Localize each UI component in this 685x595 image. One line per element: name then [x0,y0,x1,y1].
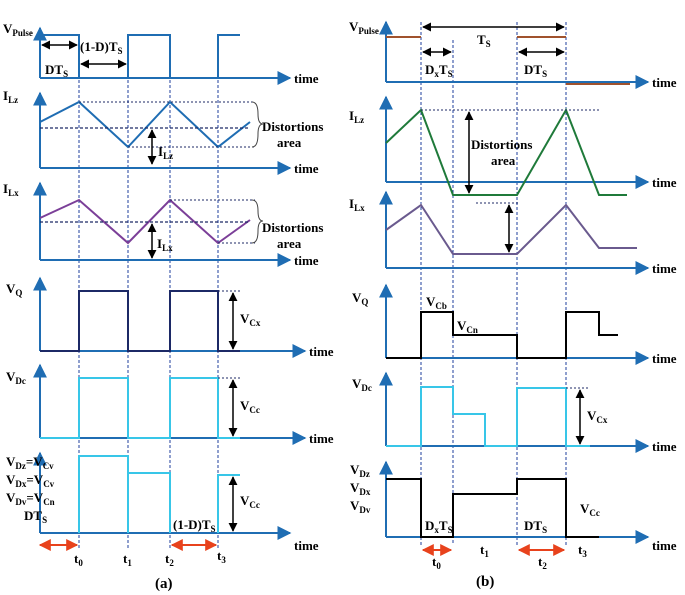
a-vd-wave-3 [217,474,240,533]
b-dx-ts-bottom-label: DxTS [425,518,453,535]
a-vdv-eq-label: VDv=VCn [6,490,55,507]
b-ilx-label: ILx [349,196,365,213]
a-dts-label: DTS [45,62,68,79]
b-t2-label: t2 [538,554,547,571]
a-ilz-wave [39,100,251,149]
a-area-label-2: area [277,236,302,251]
a-distortions-label-2: Distortions [262,220,323,235]
a-vpulse-label: VPulse [3,21,33,38]
a-vdx-eq-label: VDx=VCv [6,472,55,489]
a-vdc-wave [40,377,240,439]
a-vd-wave-1 [78,455,129,533]
a-vcx-label: VCx [240,311,261,328]
a-one-minus-d-ts-bottom-label: (1-D)TS [173,517,216,534]
a-row-vpulse: VPulse (1-D)TS DTS time [3,21,319,86]
a-one-minus-d-ts-label: (1-D)TS [80,39,123,56]
b-dts-label: DTS [524,62,547,79]
a-vcc-label-1: VCc [240,398,260,415]
b-vcx-label: VCx [587,408,608,425]
b-vdc-wave [386,386,590,447]
b-vq-label: VQ [352,290,368,307]
a-vcc-label-2: VCc [240,493,260,510]
panel-b-time-markers [420,22,567,545]
b-distortions-label: Distortions [471,137,532,152]
panel-a-caption: (a) [155,576,173,592]
b-row-vq: VQ VCb VCn time [352,283,677,366]
b-t1-label: t1 [480,542,489,559]
a-ilx-time-label: time [294,253,319,268]
b-vcb-label: VCb [426,294,447,311]
a-ilz-brace [251,101,264,148]
a-row-ilz: ILz ILz Distortions area time [3,88,323,176]
a-t2-label: t2 [165,551,174,568]
a-t3-label: t3 [217,548,226,565]
b-vd-wave [386,478,599,538]
a-vdc-label: VDc [6,369,26,386]
a-row-vq: VQ VCx time [6,276,334,359]
b-vq-time-label: time [652,351,677,366]
b-vpulse-label: VPulse [349,19,379,36]
b-vd-time-label: time [652,538,677,553]
b-t0-label: t0 [432,554,441,571]
a-ilx-brace [251,199,264,244]
b-vpulse-time-label: time [652,75,677,90]
a-row-vd: VDz=VCv VDx=VCv VDv=VCn DTS (1-D)TS VCc … [6,451,319,553]
a-ilx-label: ILx [3,181,19,198]
b-row-vdc: VDc VCx time [352,371,677,454]
b-dx-ts-label: DxTS [425,62,453,79]
b-area-label: area [491,153,516,168]
a-t1-label: t1 [123,551,132,568]
a-vq-label: VQ [6,281,22,298]
b-vdv-label: VDv [350,498,371,515]
a-vpulse-wave [40,34,240,79]
a-vpulse-time-label: time [294,71,319,86]
panel-b-caption: (b) [476,574,494,590]
a-ilz-time-label: time [294,161,319,176]
a-vdc-time-label: time [309,431,334,446]
a-vq-time-label: time [309,344,334,359]
panel-a: VPulse (1-D)TS DTS time ILz ILz Distorti… [3,21,334,592]
a-distortions-label-1: Distortions [262,119,323,134]
b-vdx-label: VDx [350,480,371,497]
b-ts-label: TS [477,32,491,49]
a-delta-ilz-label: ILz [158,144,173,161]
b-vdc-time-label: time [652,439,677,454]
a-row-vdc: VDc VCc time [6,363,334,446]
a-t0-label: t0 [74,551,83,568]
b-row-vpulse: VPulse TS DxTS DTS time [349,19,677,90]
b-vdz-label: VDz [350,462,370,479]
b-vcn-label: VCn [457,318,478,335]
b-row-ilz: ILz Distortions area time [349,95,677,196]
b-ilz-time-label: time [652,175,677,190]
b-t3-label: t3 [578,542,587,559]
b-ilx-wave [385,203,637,255]
b-ilz-label: ILz [349,108,364,125]
b-ilx-time-label: time [652,261,677,276]
a-vd-time-label: time [294,538,319,553]
panel-b: VPulse TS DxTS DTS time ILz Distortions … [349,19,677,590]
b-row-ilx: ILx time [349,190,677,276]
a-vq-wave [40,290,240,352]
a-ilz-label: ILz [3,88,18,105]
a-ilx-wave [39,198,251,245]
a-delta-ilx-label: ILx [157,236,173,253]
b-vq-wave [386,311,618,359]
b-dts-bottom-label: DTS [524,518,547,535]
b-row-vd: VDz VDx VDv VCc DxTS DTS time [350,460,677,553]
a-area-label-1: area [277,135,302,150]
a-row-ilx: ILx ILx Distortions area time [3,181,323,268]
b-vdc-label: VDc [352,376,372,393]
a-vd-wave-2 [128,472,171,533]
a-dts-bottom-label: DTS [24,508,47,525]
b-vcc-label: VCc [580,501,600,518]
a-vdz-eq-label: VDz=VCv [6,454,54,471]
